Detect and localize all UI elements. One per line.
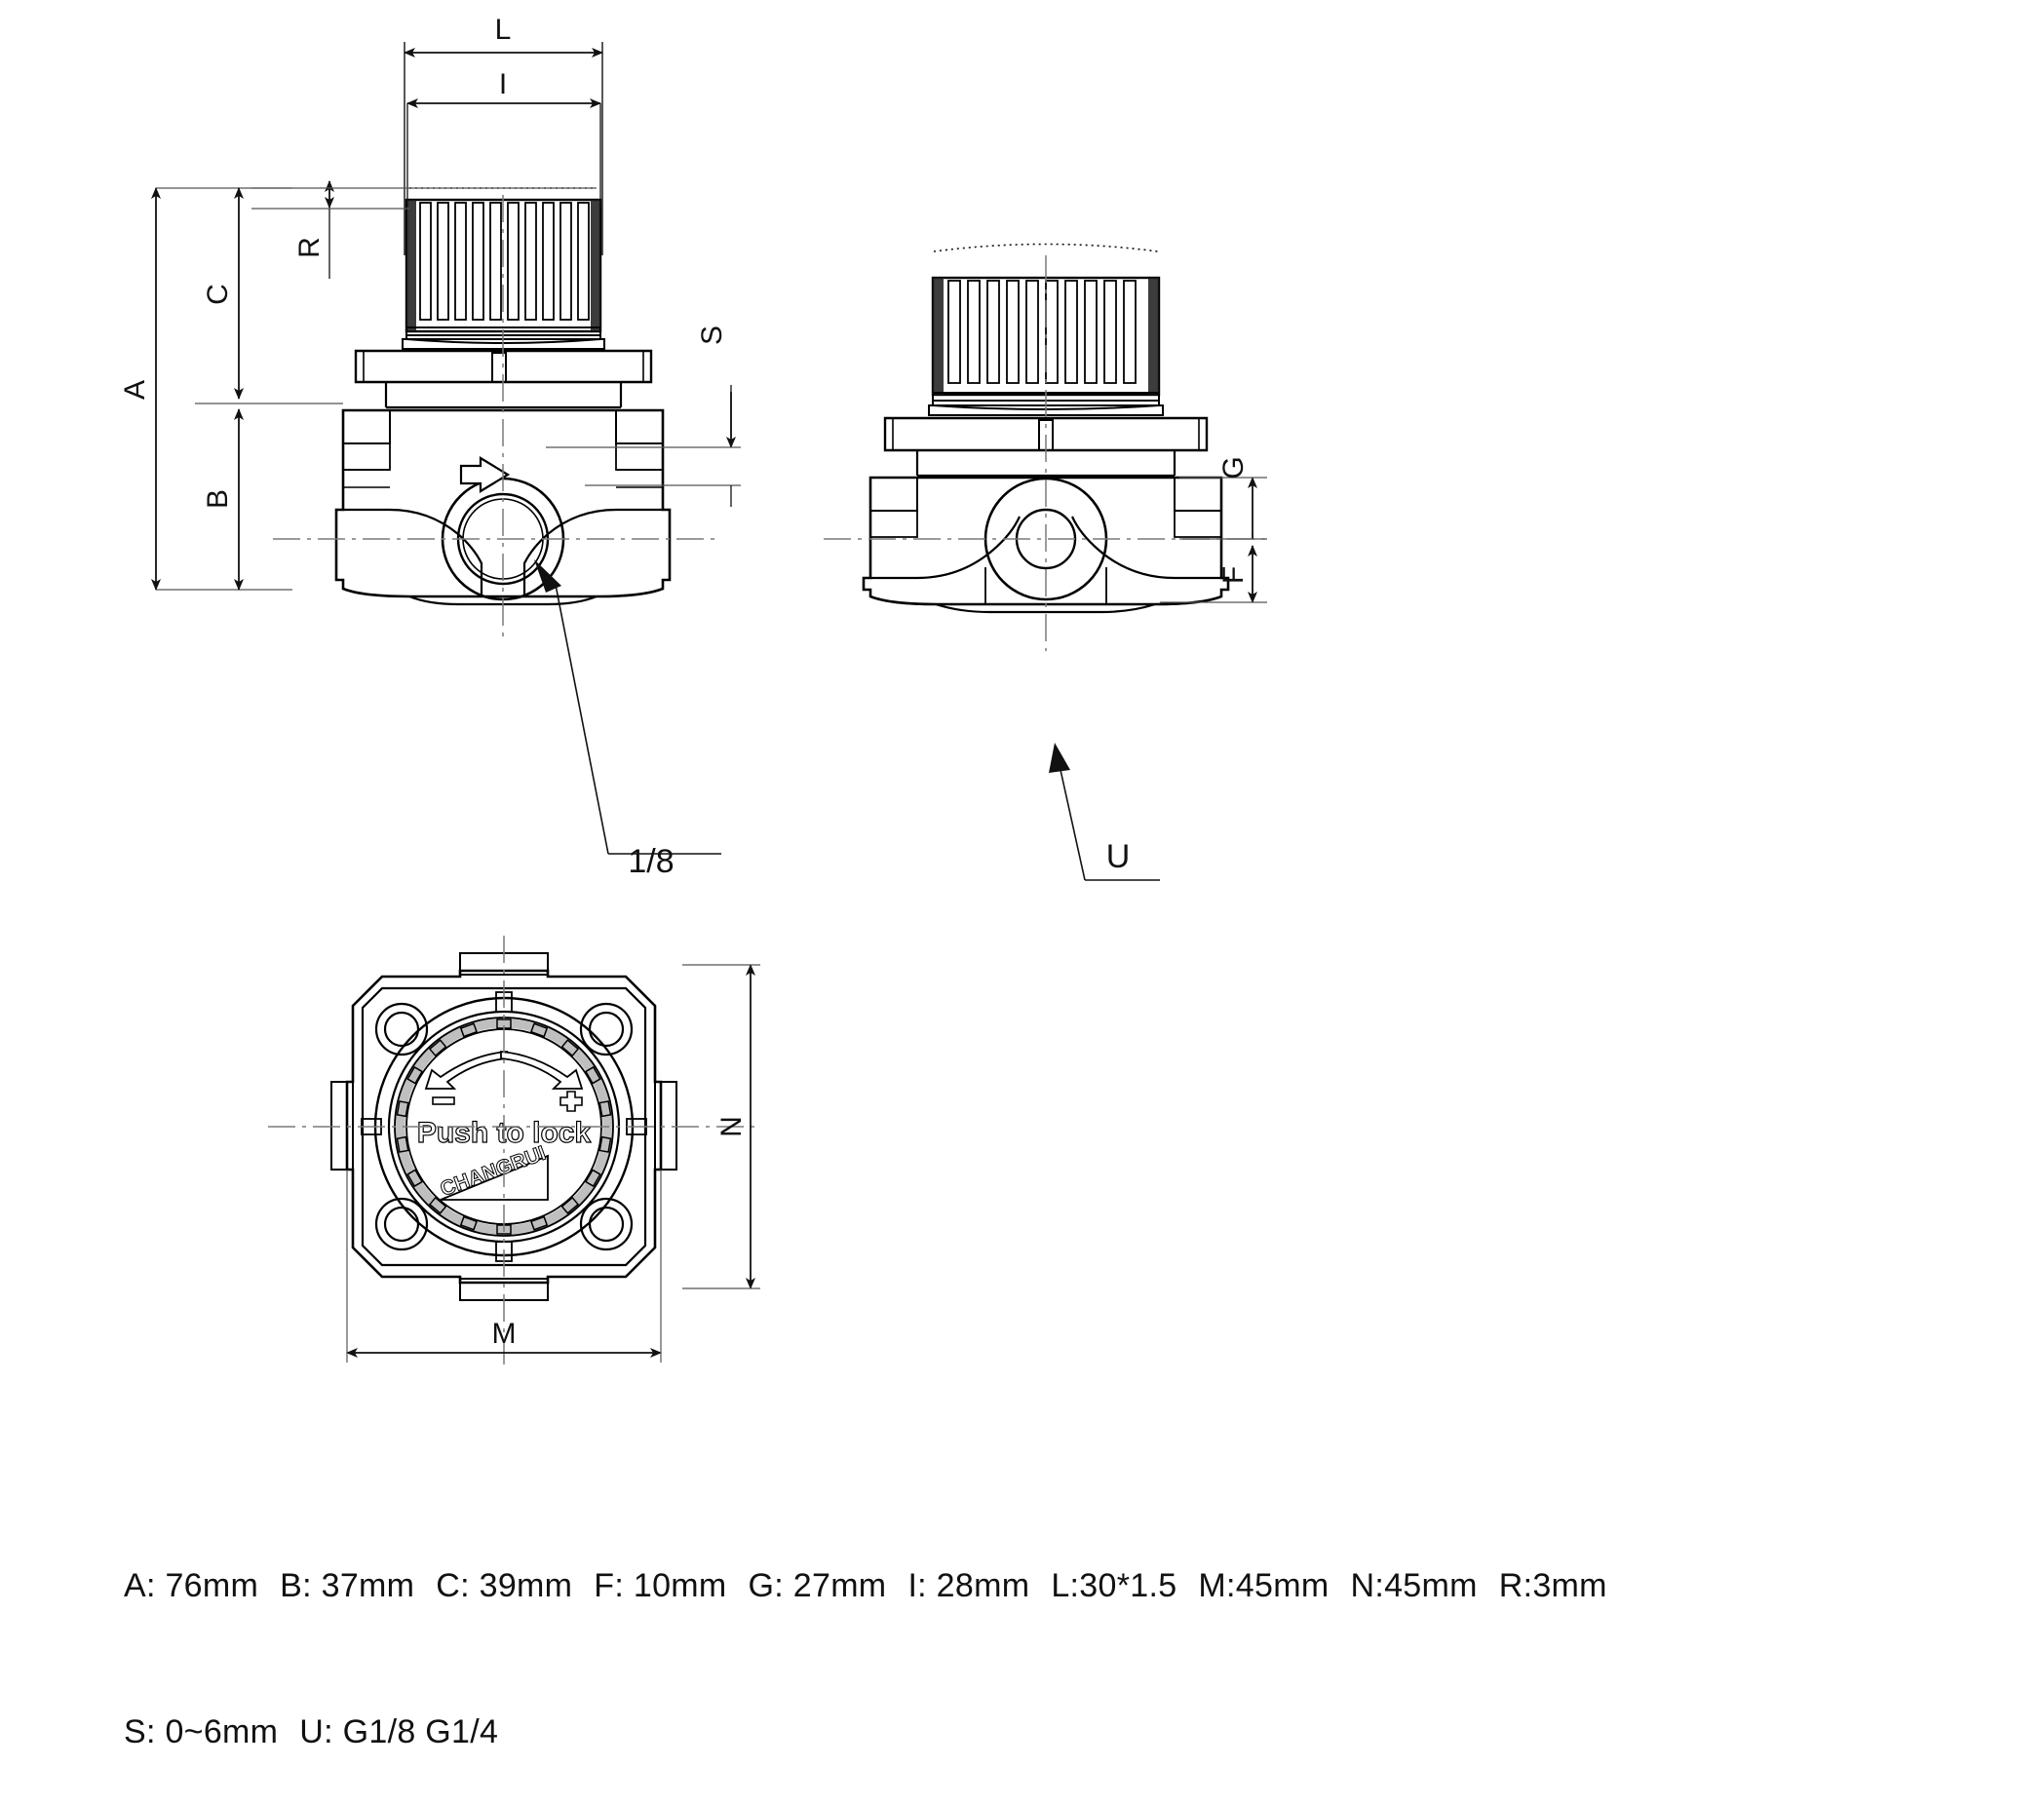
top-view-dimensions [346, 964, 760, 1363]
engineering-drawing: L I R A C B S 1/8 [0, 0, 2044, 1630]
spec-S: S: 0~6mm [124, 1713, 279, 1750]
top-view-centrelines [268, 936, 755, 1364]
spec-N: N:45mm [1350, 1567, 1478, 1604]
spec-G: G: 27mm [748, 1567, 887, 1604]
dim-label-L: L [495, 14, 512, 46]
dim-label-I: I [499, 68, 507, 100]
dim-label-M: M [492, 1318, 517, 1350]
spec-R: R:3mm [1498, 1567, 1607, 1604]
dim-label-R: R [293, 237, 326, 258]
front-view-dimensions [151, 48, 741, 855]
plus-symbol [559, 1091, 583, 1112]
spec-U: U: G1/8 G1/4 [299, 1713, 499, 1750]
spec-B: B: 37mm [280, 1567, 415, 1604]
rotate-increase-arrow [500, 1051, 584, 1090]
front-view-centrelines [273, 195, 721, 643]
spec-line-2: S: 0~6mm U: G1/8 G1/4 [86, 1659, 1938, 1805]
port-callout-leader-front [534, 559, 721, 855]
spec-M: M:45mm [1198, 1567, 1330, 1604]
front-bonnet-collar [354, 349, 653, 409]
callout-label-port-front: 1/8 [628, 843, 674, 880]
spec-A: A: 76mm [124, 1567, 259, 1604]
dim-label-N: N [715, 1116, 748, 1137]
dim-label-S: S [696, 326, 728, 345]
dim-label-F: F [1217, 566, 1250, 584]
top-knob-knurl-segments [396, 1018, 612, 1235]
front-view-dimension-labels: L I R A C B S 1/8 [119, 14, 728, 880]
flow-direction-arrow [459, 456, 511, 493]
technical-drawing-canvas: L I R A C B S 1/8 [0, 0, 2044, 1750]
callout-label-port-side: U [1106, 838, 1131, 875]
drawing-background [0, 0, 2044, 1630]
spec-C: C: 39mm [436, 1567, 573, 1604]
side-view-dimension-labels: G F U [1106, 456, 1250, 875]
minus-symbol [432, 1096, 455, 1105]
spec-I: I: 28mm [907, 1567, 1030, 1604]
port-callout-leader-side [1049, 743, 1160, 881]
side-view-dimensions [1049, 477, 1267, 881]
dim-label-A: A [119, 380, 151, 400]
specification-block: A: 76mm B: 37mm C: 39mm F: 10mm G: 27mm I: 28… [86, 1513, 1938, 1805]
spec-L: L:30*1.5 [1051, 1567, 1177, 1604]
top-mounting-holes [374, 1002, 634, 1251]
top-view-dimension-labels: N M [492, 1116, 749, 1350]
spec-F: F: 10mm [594, 1567, 727, 1604]
spec-line-1: A: 76mm B: 37mm C: 39mm F: 10mm G: 27mm I: 28… [86, 1513, 1938, 1659]
dim-label-C: C [202, 284, 234, 305]
dim-label-B: B [202, 489, 234, 509]
side-knob-knurl-ribs [947, 280, 1137, 384]
dim-label-G: G [1217, 456, 1250, 479]
side-view [824, 243, 1267, 651]
knob-knurl-ribs [419, 202, 590, 321]
side-bonnet-collar [883, 416, 1209, 478]
